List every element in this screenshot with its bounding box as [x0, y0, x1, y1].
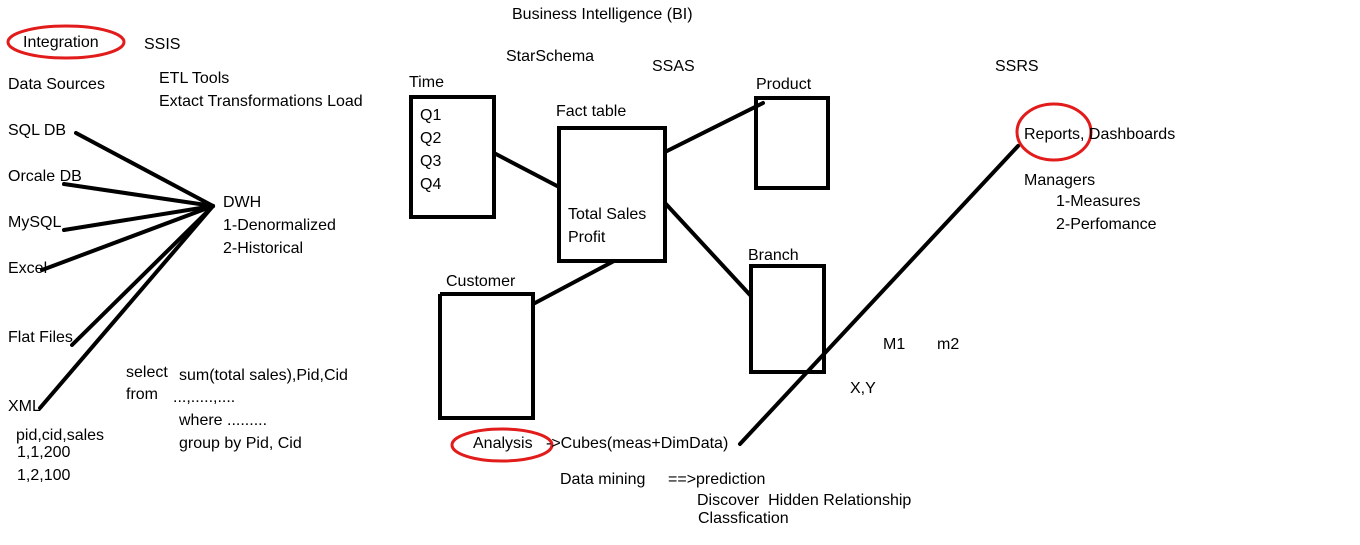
time-item: Q4 [420, 176, 442, 193]
reports-highlight [1015, 102, 1093, 162]
etl-expansion-label: Extact Transformations Load [159, 93, 363, 110]
fact-customer-relation [533, 259, 616, 305]
managers-item: 1-Measures [1056, 193, 1141, 210]
query-select-expr: sum(total sales),Pid,Cid [179, 367, 348, 384]
dwh-block: DWH 1-Denormalized 2-Historical [223, 191, 336, 260]
time-item: Q1 [420, 107, 442, 124]
dwh-denormalized: 1-Denormalized [223, 217, 336, 234]
source-orcale-db: Orcale DB [8, 168, 82, 185]
dwh-label: DWH [223, 194, 262, 211]
managers-items: 1-Measures 2-Perfomance [1056, 190, 1157, 236]
connector-xml-dwh [38, 204, 215, 410]
discover-label: Discover Hidden Relationship [697, 492, 912, 509]
m1-label: M1 [883, 336, 906, 353]
time-label: Time [409, 74, 444, 91]
m2-label: m2 [937, 336, 960, 353]
data-mining-label: Data mining [560, 471, 646, 488]
query-select-keyword: select [126, 364, 168, 381]
connector-orcale-dwh [62, 182, 215, 208]
dwh-historical: 2-Historical [223, 240, 304, 257]
product-box [754, 96, 830, 190]
time-fact-relation [492, 151, 561, 189]
ssrs-label: SSRS [995, 58, 1039, 75]
connector-flatfiles-dwh [70, 204, 215, 347]
branch-box [749, 264, 826, 374]
source-excel: Excel [8, 260, 48, 277]
product-label: Product [756, 76, 812, 93]
fact-measure: Profit [568, 229, 606, 246]
managers-label: Managers [1024, 172, 1096, 189]
star-schema-label: StarSchema [506, 48, 595, 65]
query-from-keyword: from [126, 386, 158, 403]
source-sql-db: SQL DB [8, 122, 67, 139]
time-item: Q3 [420, 153, 442, 170]
reports-dashboards-label: Reports, Dashboards [1024, 126, 1176, 143]
query-from-expr: ...,.....,.... [173, 389, 236, 406]
time-box [409, 95, 496, 219]
branch-label: Branch [748, 247, 799, 264]
analysis-highlight [450, 427, 554, 463]
xy-label: X,Y [850, 380, 876, 397]
fact-branch-relation [663, 201, 753, 298]
integration-label: Integration [23, 34, 99, 51]
etl-tools-label: ETL Tools [159, 70, 230, 87]
customer-label: Customer [446, 273, 516, 290]
diagram-title: Business Intelligence (BI) [512, 6, 693, 23]
source-mysql: MySQL [8, 214, 62, 231]
cubes-label: ->Cubes(meas+DimData) [546, 435, 729, 452]
ssas-label: SSAS [652, 58, 695, 75]
classification-label: Classfication [698, 510, 789, 527]
source-flat-files: Flat Files [8, 329, 73, 346]
sample-row: 1,1,200 [17, 444, 71, 461]
ssis-label: SSIS [144, 36, 181, 53]
prediction-label: ==>prediction [668, 471, 766, 488]
query-where: where ......... [179, 412, 268, 429]
data-sources-label: Data Sources [8, 76, 105, 93]
managers-item: 2-Perfomance [1056, 216, 1157, 233]
source-xml: XML [8, 398, 41, 415]
connector-mysql-dwh [62, 204, 215, 232]
sample-header: pid,cid,sales [16, 427, 105, 444]
connector-sqldb-dwh [74, 131, 215, 208]
cubes-reports-relation [738, 144, 1020, 446]
analysis-label: Analysis [473, 435, 533, 452]
fact-measure: Total Sales [568, 206, 647, 223]
fact-measures: Total Sales Profit [568, 203, 646, 249]
customer-box [438, 292, 535, 420]
sample-row: 1,2,100 [17, 467, 71, 484]
integration-highlight [6, 24, 126, 60]
fact-table-label: Fact table [556, 103, 627, 120]
time-item: Q2 [420, 130, 442, 147]
time-items: Q1 Q2 Q3 Q4 [420, 104, 441, 196]
query-group-by: group by Pid, Cid [179, 435, 302, 452]
connector-excel-dwh [40, 204, 215, 272]
fact-product-relation [663, 101, 765, 154]
